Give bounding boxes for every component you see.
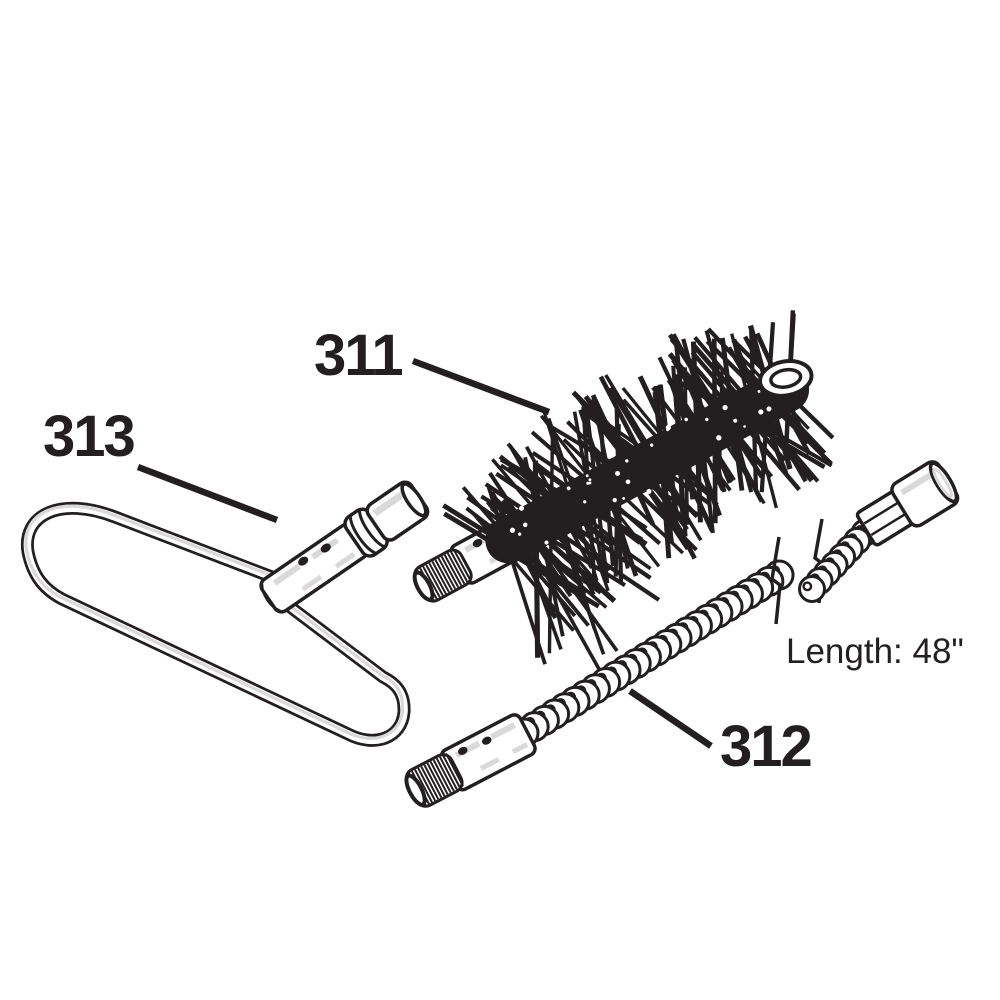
flexible-rod-figure (404, 460, 960, 808)
break-mark-left (770, 536, 782, 625)
callout-label-311: 311 (314, 323, 404, 388)
rod-cable-lower (508, 559, 795, 749)
callout-label-313: 313 (43, 404, 136, 469)
brush-bristles (442, 310, 835, 675)
chimney-brush-figure (412, 310, 835, 675)
handle-coupler (259, 480, 430, 614)
callout-label-312: 312 (720, 714, 813, 779)
rod-end-coupler (855, 460, 960, 547)
rod-ferrule (404, 713, 537, 808)
t-handle-figure (20, 480, 430, 747)
brush-end-loop (757, 359, 814, 398)
leader-lines (136, 357, 713, 749)
leader-line-311 (411, 357, 551, 416)
length-annotation: Length: 48" (786, 632, 964, 671)
leader-line-313 (136, 463, 279, 524)
leader-line-312 (628, 688, 713, 749)
